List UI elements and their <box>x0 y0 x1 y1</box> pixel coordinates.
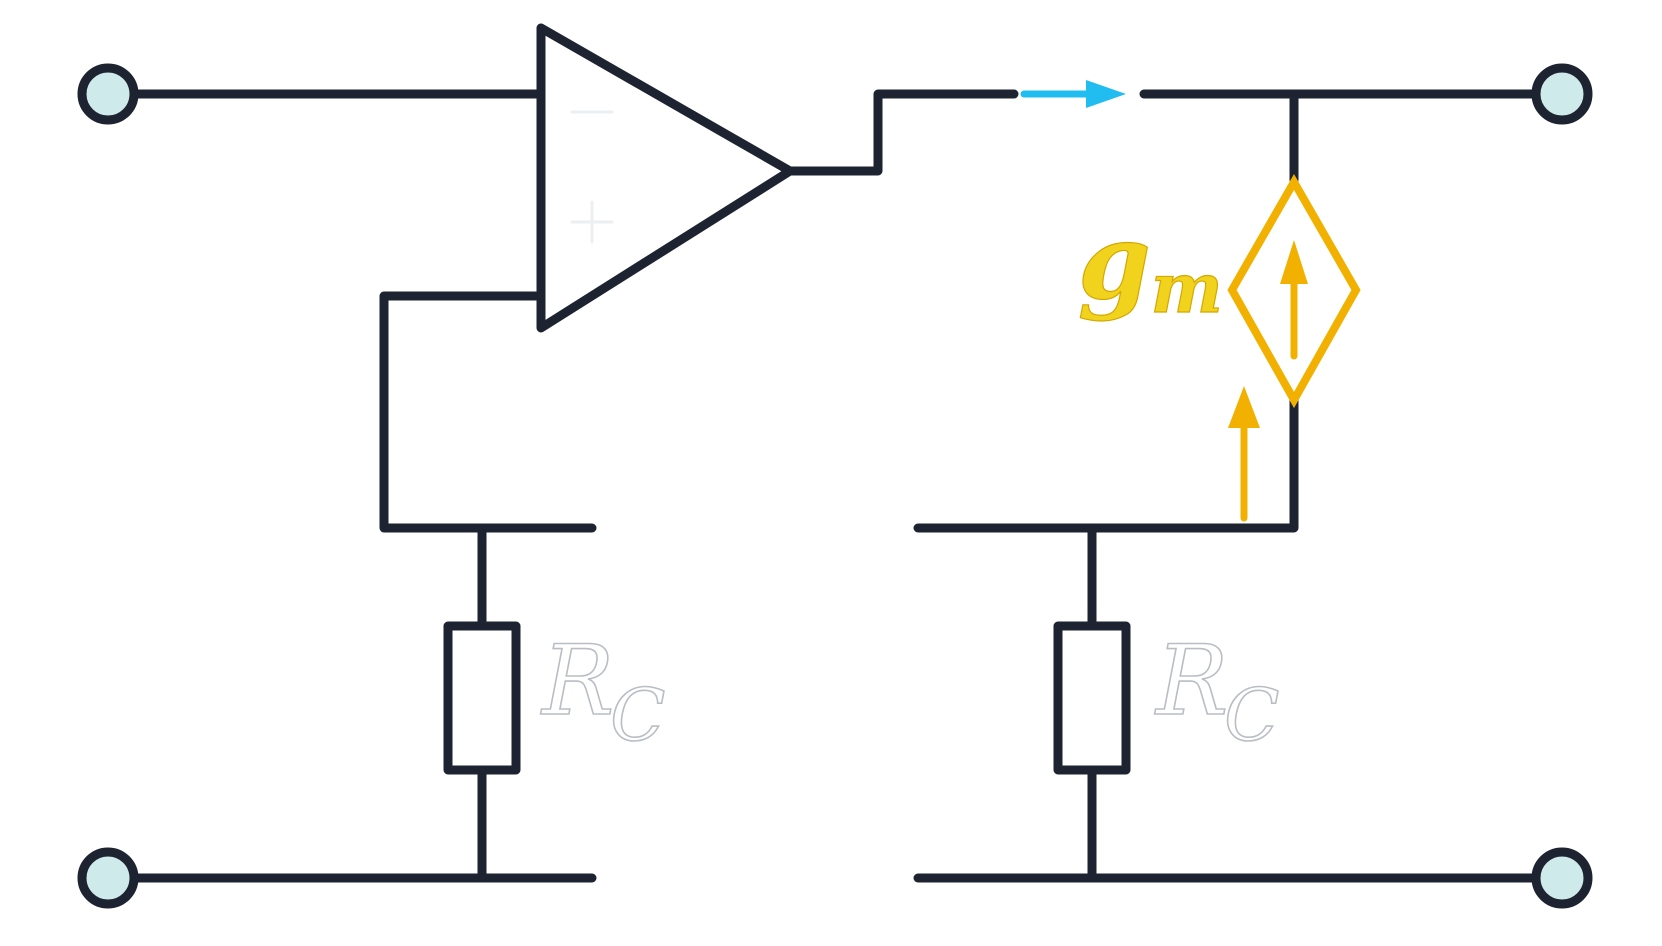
transconductance-label: gm <box>1078 200 1223 329</box>
transconductance-label-main: g <box>1078 200 1151 323</box>
output-top-terminal <box>1531 63 1593 125</box>
right-resistor-label: RC <box>1154 625 1279 757</box>
output-bottom-terminal <box>1531 847 1593 909</box>
input-top-terminal <box>77 63 139 125</box>
current-arrow-head <box>1086 80 1126 108</box>
right-resistor <box>1053 621 1131 775</box>
amplifier-output-wire <box>785 89 1019 176</box>
left-resistor-label: RC <box>540 625 665 757</box>
amplifier-triangle <box>536 23 795 333</box>
right-resistor-label-sub: C <box>1224 673 1279 757</box>
source-bottom-lead <box>913 395 1299 533</box>
feedback-wire <box>379 291 597 533</box>
control-current-arrow-head <box>1228 386 1260 428</box>
left-resistor-label-sub: C <box>610 673 665 757</box>
left-resistor <box>443 621 521 775</box>
input-bottom-terminal <box>77 847 139 909</box>
transconductance-label-sub: m <box>1151 249 1223 329</box>
left-resistor-label-main: R <box>540 625 614 737</box>
source-direction-arrow-head <box>1280 240 1308 284</box>
right-resistor-label-main: R <box>1154 625 1228 737</box>
